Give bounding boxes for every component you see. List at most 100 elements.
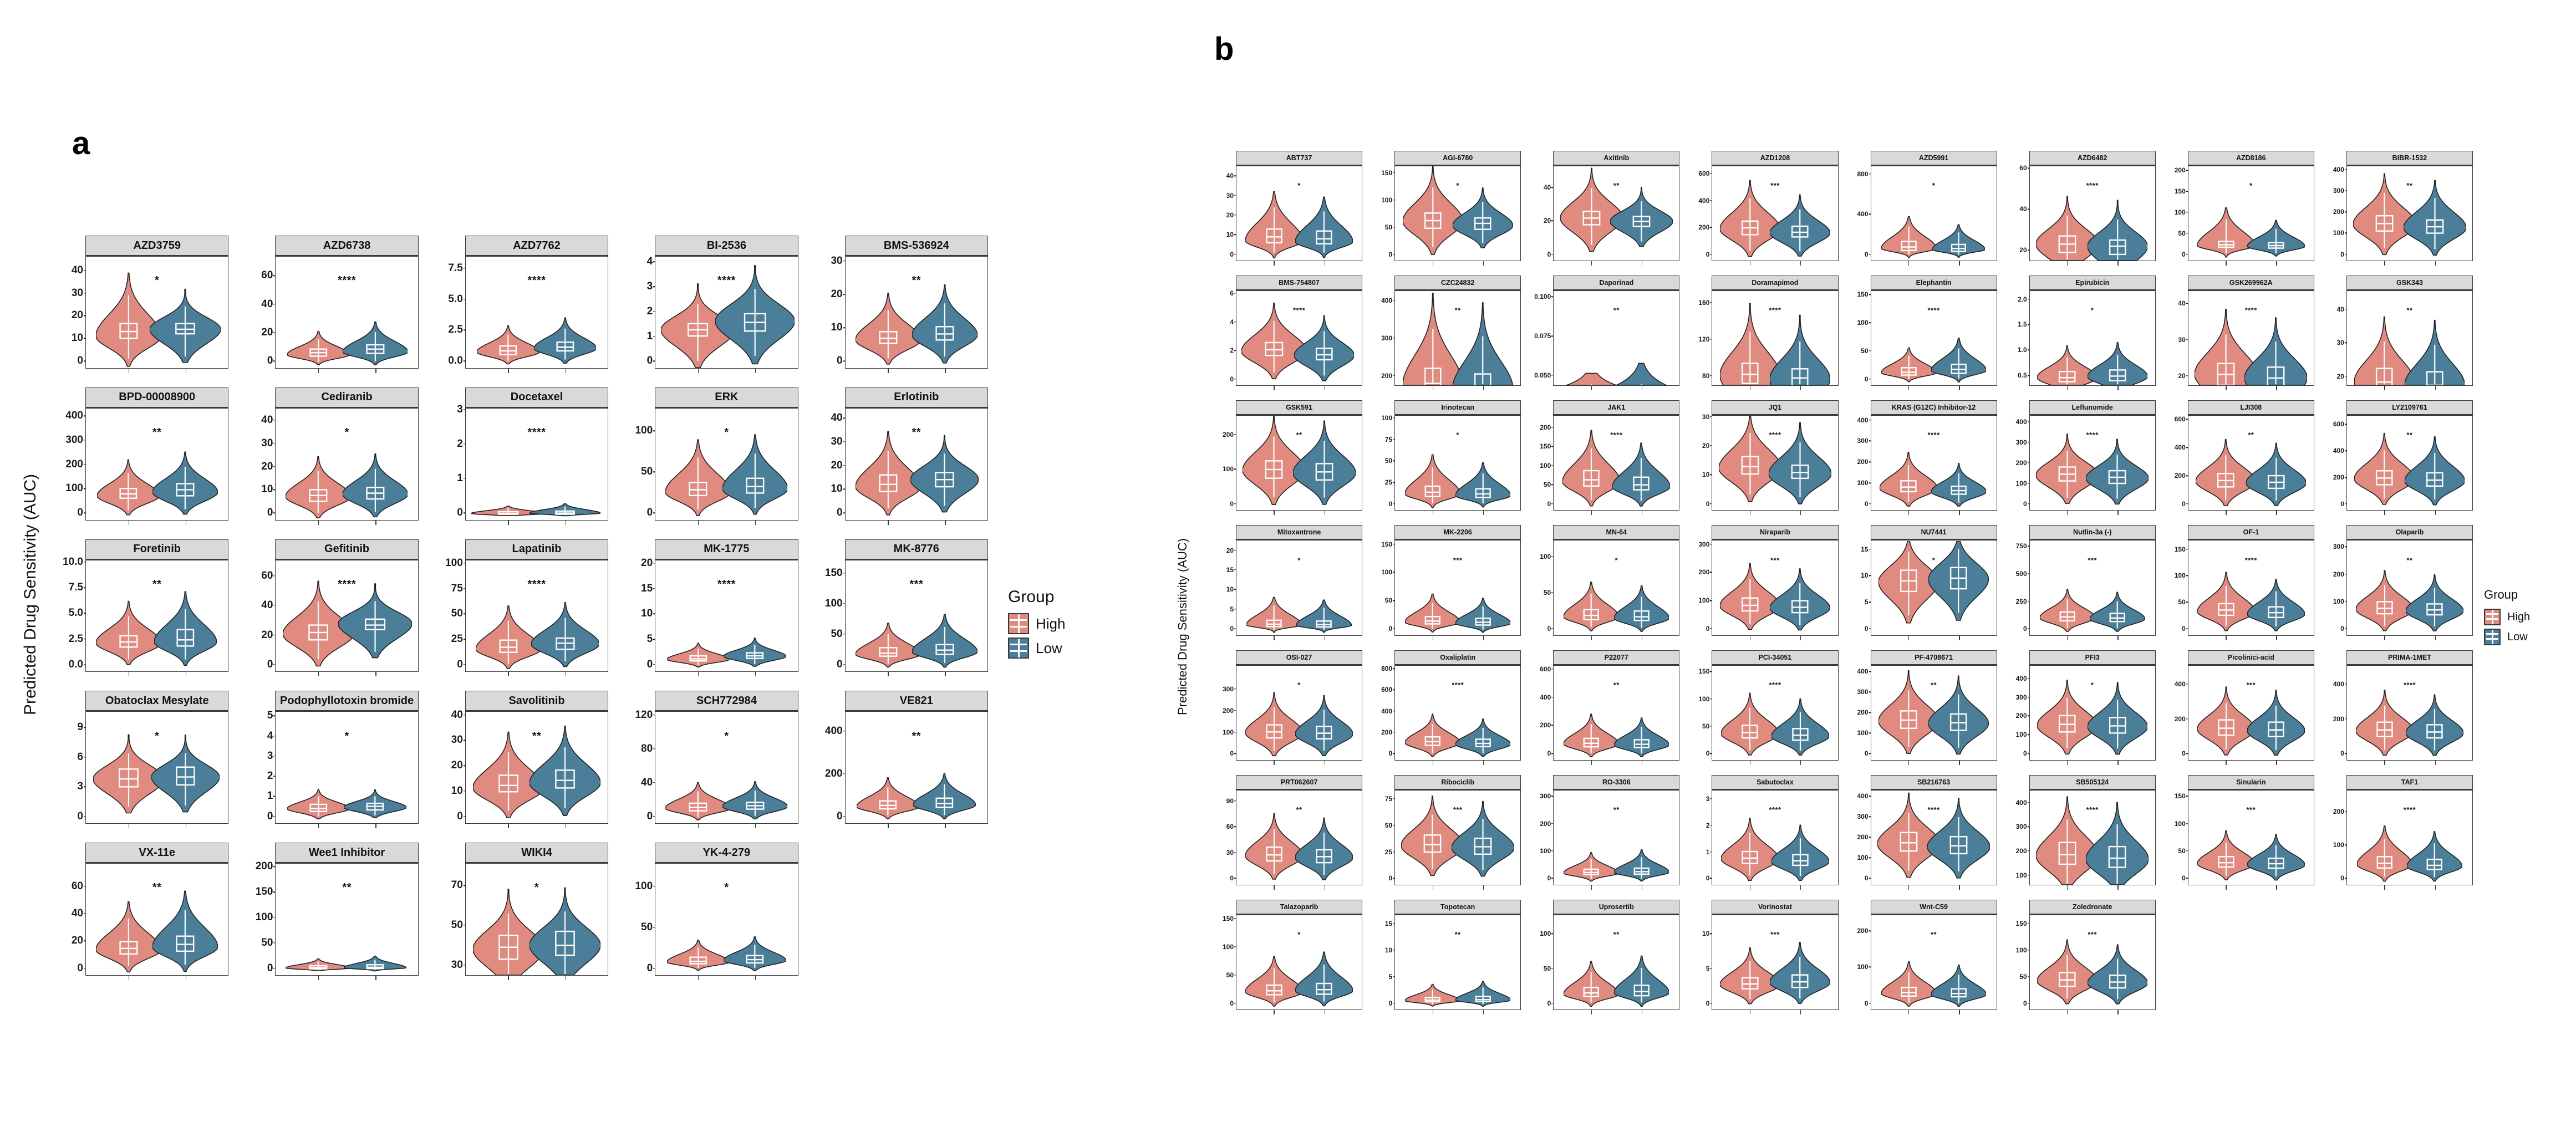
y-tick-label: 1.5 bbox=[2017, 320, 2027, 329]
facet-strip-label: Podophyllotoxin bromide bbox=[275, 691, 419, 711]
y-tick-label: 0 bbox=[1864, 625, 1869, 633]
y-tick-label: 0 bbox=[267, 962, 273, 974]
y-tick-label: 300 bbox=[2333, 186, 2344, 195]
plot-area: **** bbox=[2029, 414, 2156, 511]
x-axis-ticks bbox=[1553, 1009, 1679, 1016]
x-tick bbox=[1800, 1009, 1801, 1014]
legend-item-high[interactable]: High bbox=[2484, 609, 2530, 625]
facet-strip-label: AGI-6780 bbox=[1394, 151, 1521, 165]
violin-high bbox=[285, 409, 352, 520]
violin-high bbox=[95, 560, 162, 672]
plot-area: **** bbox=[1712, 788, 1839, 885]
violin-high bbox=[1241, 291, 1307, 385]
x-tick bbox=[698, 976, 699, 980]
violin-low bbox=[338, 560, 413, 672]
x-axis-ticks bbox=[85, 368, 228, 374]
y-tick-label: 0 bbox=[1388, 874, 1393, 883]
y-tick-label: 30 bbox=[831, 435, 843, 447]
plot-area: * bbox=[275, 406, 419, 521]
facet-strip-label: PRT062607 bbox=[1236, 774, 1363, 789]
violin-low bbox=[2089, 541, 2146, 635]
violin-low bbox=[1451, 791, 1515, 885]
y-tick-label: 1.0 bbox=[2017, 346, 2027, 354]
y-tick-label: 20 bbox=[1226, 211, 1234, 219]
y-tick-label: 50 bbox=[1702, 722, 1710, 730]
facet-strip-label: JAK1 bbox=[1553, 400, 1680, 415]
y-tick-label: 400 bbox=[1857, 667, 1869, 676]
x-axis-ticks bbox=[1712, 511, 1838, 516]
y-tick-label: 0 bbox=[457, 658, 463, 670]
violin-high bbox=[1720, 666, 1779, 760]
y-tick-label: 0 bbox=[1388, 625, 1393, 633]
x-tick bbox=[2117, 511, 2119, 516]
violin-low bbox=[1613, 666, 1669, 760]
violin-low bbox=[343, 712, 407, 823]
facet-strip-label: BIBR-1532 bbox=[2346, 151, 2473, 165]
legend-item-low[interactable]: Low bbox=[2484, 629, 2530, 645]
y-tick-label: 15 bbox=[1861, 545, 1869, 553]
facet-strip-label: Mitoxantrone bbox=[1236, 525, 1363, 539]
x-axis-ticks bbox=[275, 976, 418, 981]
legend-item-low[interactable]: Low bbox=[1008, 638, 1065, 659]
y-tick-label: 20 bbox=[71, 309, 83, 322]
y-tick-label: 10 bbox=[71, 332, 83, 344]
x-axis-ticks bbox=[275, 824, 418, 829]
significance-marker: *** bbox=[1453, 555, 1463, 564]
violin-high bbox=[1880, 915, 1937, 1009]
y-tick-label: 50 bbox=[2019, 972, 2027, 981]
violin-low bbox=[1452, 291, 1514, 386]
x-axis-ticks bbox=[275, 520, 418, 526]
significance-marker: ** bbox=[1613, 306, 1620, 315]
x-axis-ticks bbox=[1236, 760, 1362, 766]
y-tick-label: 0 bbox=[77, 962, 83, 974]
y-tick-label: 0 bbox=[1547, 625, 1551, 633]
x-tick bbox=[375, 368, 376, 373]
y-tick-label: 50 bbox=[641, 466, 653, 478]
y-tick-label: 100 bbox=[2174, 208, 2186, 216]
y-tick-label: 6 bbox=[77, 751, 83, 763]
plot-area: **** bbox=[465, 558, 609, 672]
facet-strip-label: SCH772984 bbox=[655, 691, 798, 711]
plot-area: ** bbox=[1394, 289, 1521, 386]
y-tick-label: 50 bbox=[1384, 596, 1393, 605]
significance-marker: * bbox=[724, 730, 729, 742]
x-axis-ticks bbox=[2188, 885, 2314, 891]
violin-low bbox=[529, 409, 601, 520]
y-tick-label: 0.100 bbox=[1534, 293, 1551, 301]
x-tick bbox=[2067, 885, 2068, 890]
y-tick-label: 1 bbox=[457, 472, 463, 485]
y-tick-label: 0 bbox=[2340, 625, 2344, 633]
significance-marker: * bbox=[1615, 555, 1618, 564]
y-tick-label: 10 bbox=[1384, 946, 1393, 954]
x-tick bbox=[318, 976, 319, 980]
y-tick-label: 200 bbox=[2333, 570, 2344, 578]
x-axis-ticks bbox=[85, 824, 228, 829]
y-tick-label: 50 bbox=[261, 936, 273, 949]
plot-area: *** bbox=[2187, 788, 2314, 885]
y-tick-label: 150 bbox=[1857, 290, 1869, 299]
y-tick-label: 100 bbox=[1222, 942, 1234, 951]
facet-strip-label: VX-11e bbox=[85, 843, 229, 863]
legend-item-high[interactable]: High bbox=[1008, 613, 1065, 634]
y-tick-label: 50 bbox=[641, 921, 653, 933]
significance-marker: ** bbox=[152, 578, 162, 590]
plot-area: * bbox=[1236, 664, 1363, 761]
x-tick bbox=[2117, 386, 2119, 391]
significance-marker: ** bbox=[2406, 306, 2413, 315]
y-tick-label: 100 bbox=[2174, 819, 2186, 828]
violin-low bbox=[2086, 666, 2148, 760]
